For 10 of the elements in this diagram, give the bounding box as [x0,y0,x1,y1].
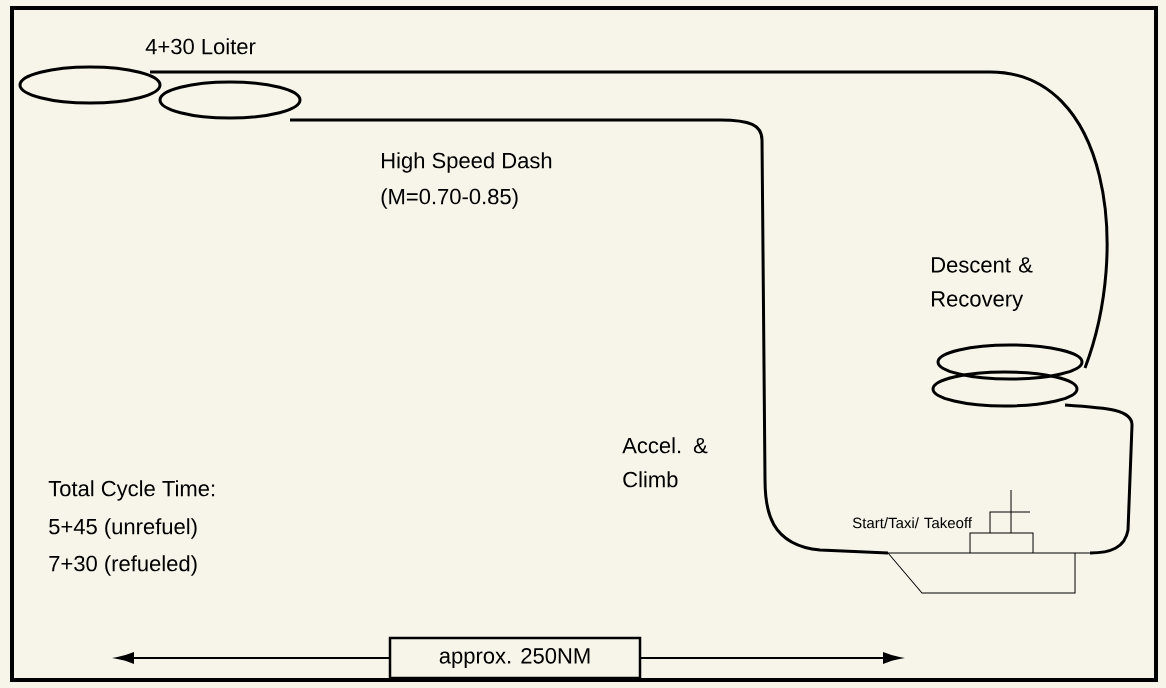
text-label: Total Cycle Time: [48,480,215,501]
text-label: 7+30 (refueled) [49,555,197,576]
distance-box: approx. 250NM [388,636,642,680]
text-label: Accel. & Climb [622,437,708,488]
text-label: 4+30 Loiter [145,38,256,55]
text-label: Descent & Recovery [932,257,1033,311]
text-label: Start/Taxi/ Takeoff [852,517,972,529]
text-label: (M=0.70-0.85) [381,188,518,209]
text-label: High Speed Dash [382,152,552,173]
text-label: 5+45 (unrefuel) [49,518,197,539]
